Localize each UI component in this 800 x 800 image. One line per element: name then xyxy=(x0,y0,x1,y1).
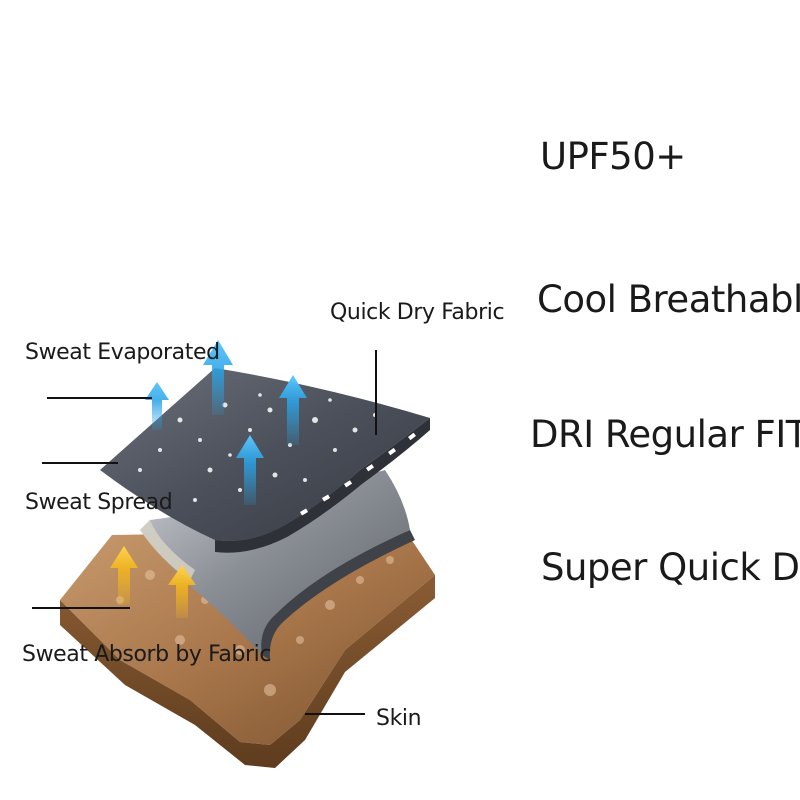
feature-upf50: UPF50+ xyxy=(540,135,686,178)
arrow-up-icon xyxy=(110,546,138,605)
feature-super-quick-dry: Super Quick Dry xyxy=(541,546,800,589)
arrow-up-icon xyxy=(279,375,307,445)
callout-quick-dry-fabric: Quick Dry Fabric xyxy=(330,300,505,325)
arrow-up-icon xyxy=(236,435,264,505)
callout-sweat-evaporated: Sweat Evaporated xyxy=(25,340,220,365)
callout-sweat-spread: Sweat Spread xyxy=(25,490,173,515)
leader-lines xyxy=(32,350,377,715)
arrow-up-icon xyxy=(203,340,233,415)
callout-skin: Skin xyxy=(376,706,422,731)
absorb-arrows xyxy=(110,546,196,618)
arrow-up-icon xyxy=(145,382,169,430)
quick-dry-fabric-layer xyxy=(100,368,430,553)
callout-sweat-absorb: Sweat Absorb by Fabric xyxy=(22,642,272,667)
evaporation-arrows xyxy=(145,340,307,505)
feature-cool-breathable: Cool Breathable xyxy=(537,278,800,321)
feature-dri-regular-fit: DRI Regular FIT xyxy=(530,413,800,456)
arrow-up-icon xyxy=(168,565,196,618)
